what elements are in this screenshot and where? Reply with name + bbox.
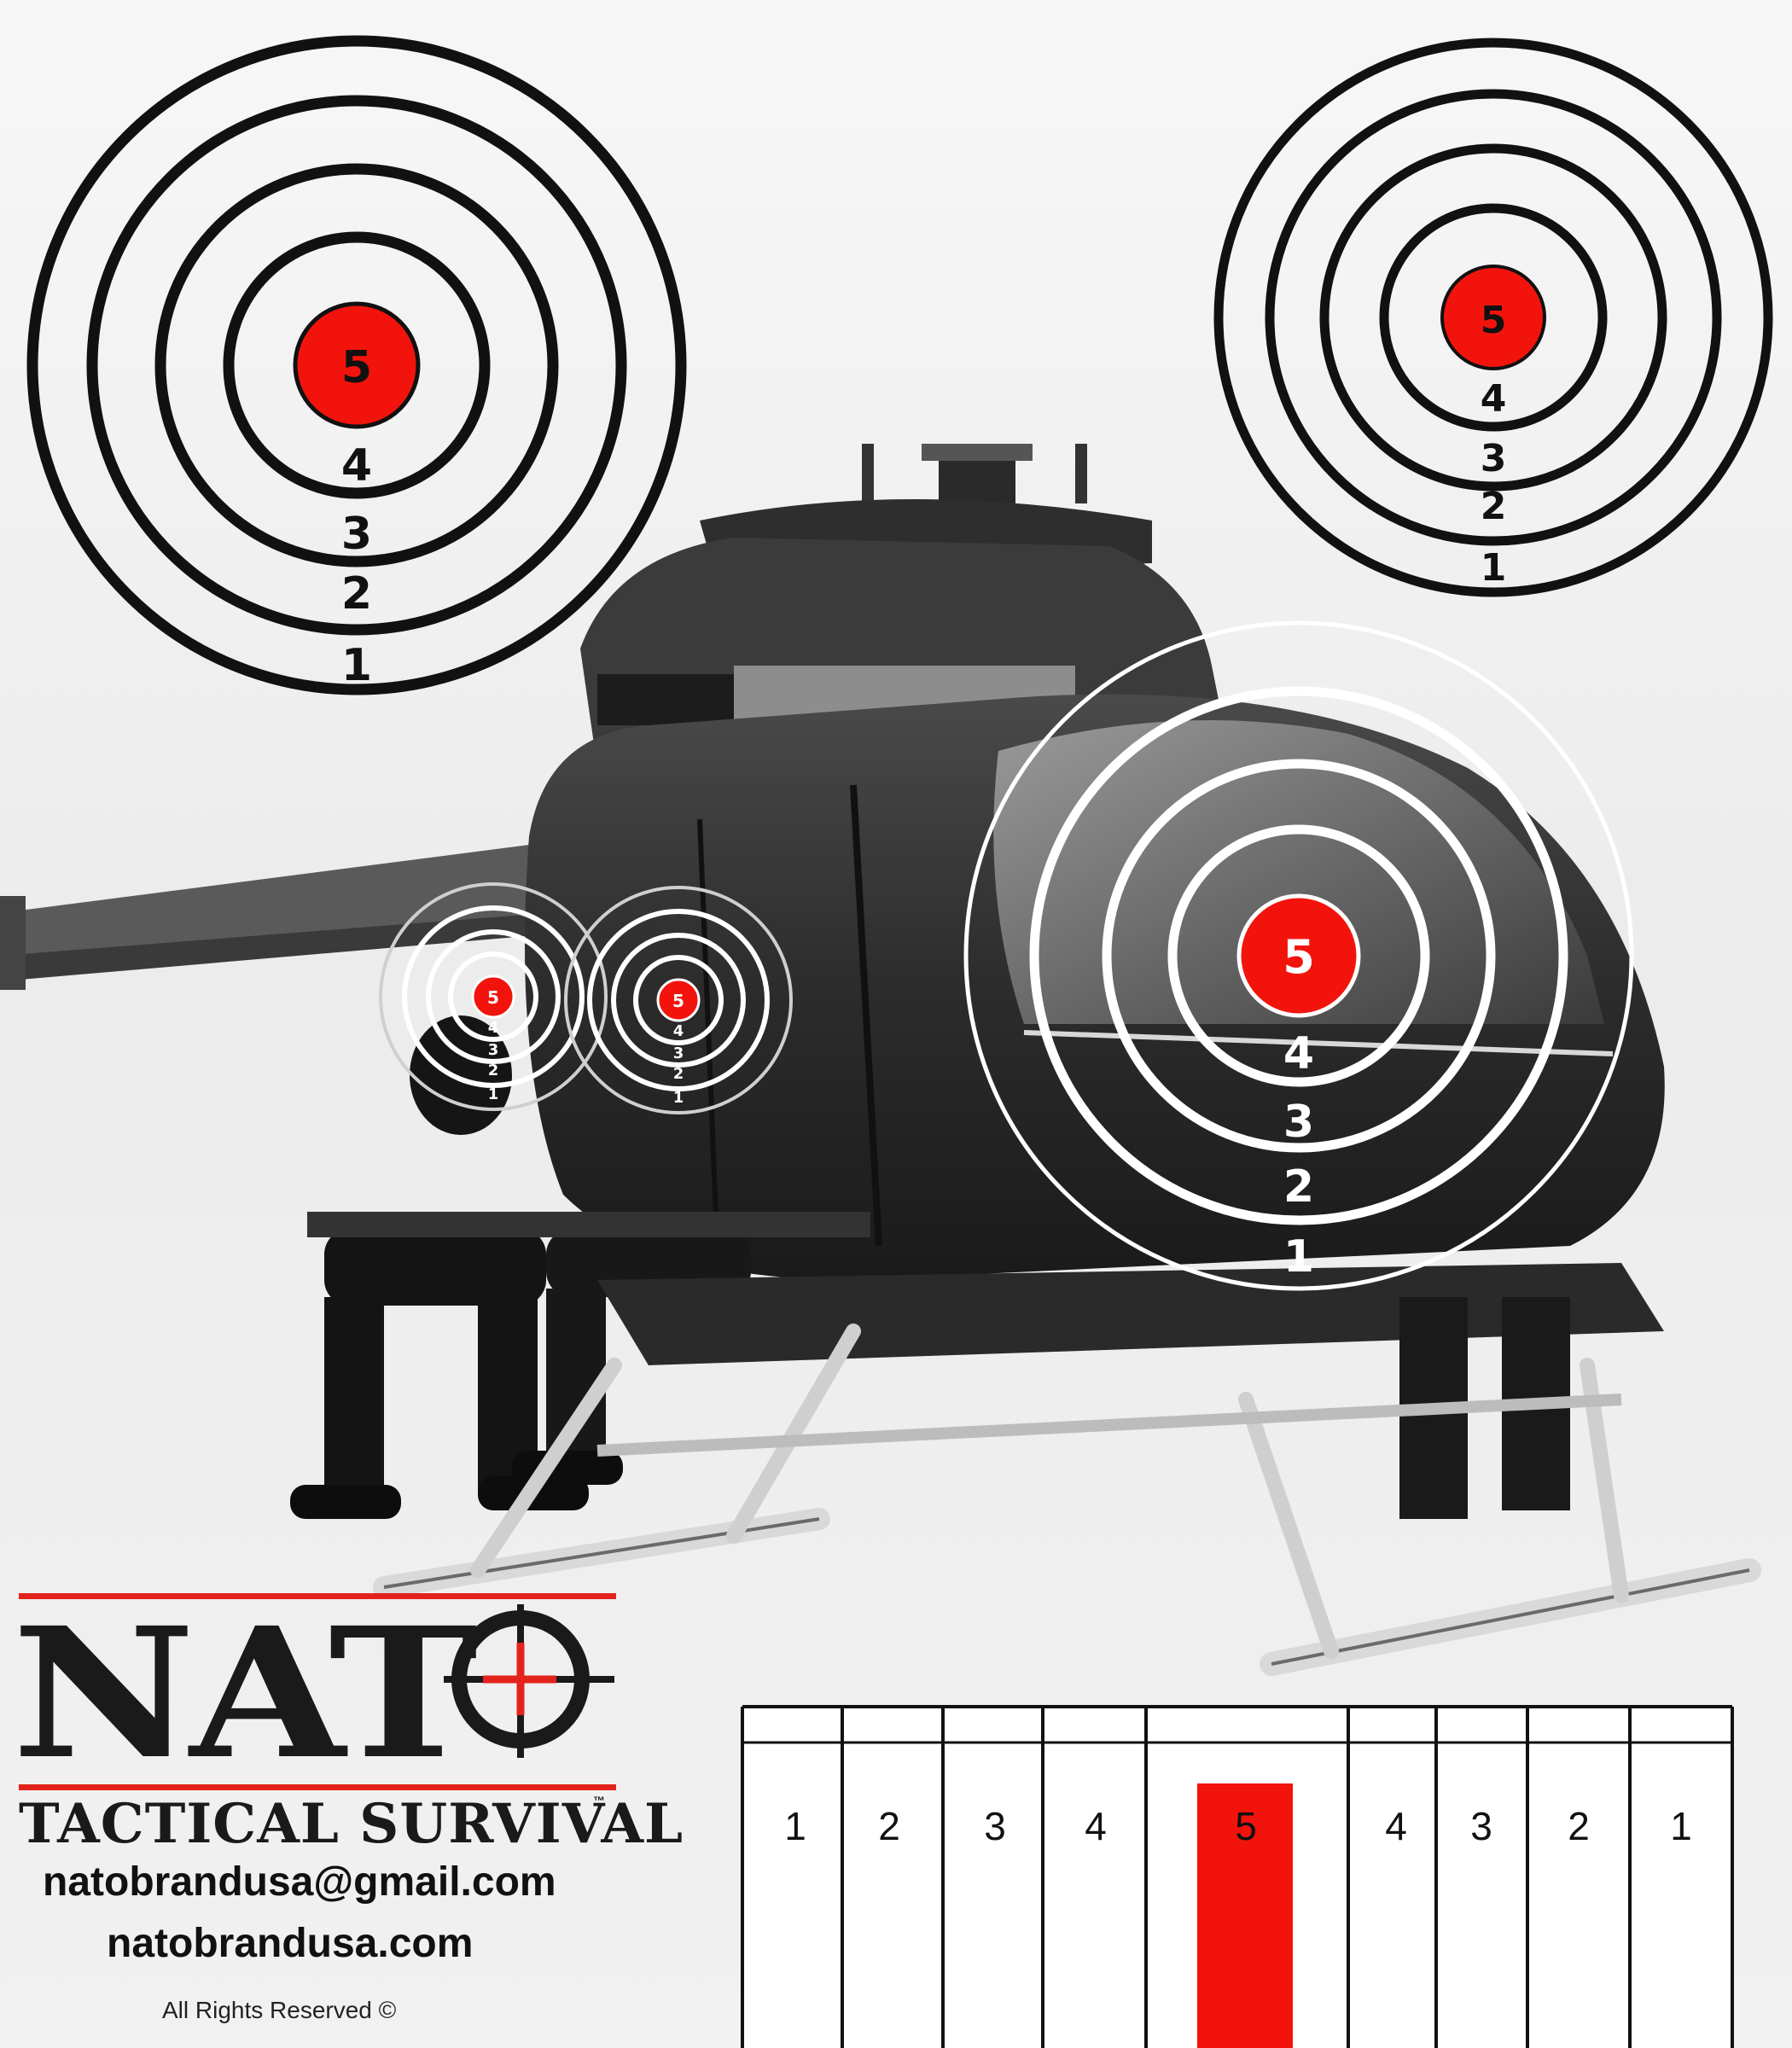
- brand-divider-bottom: [19, 1784, 616, 1790]
- ring-label: 1: [1481, 546, 1507, 590]
- ring-label: 4: [1481, 377, 1507, 421]
- ring-label: 4: [341, 440, 372, 492]
- ring-label: 3: [1283, 1097, 1314, 1148]
- bullseye-label: 5: [341, 342, 372, 393]
- ring-label: 3: [488, 1041, 499, 1059]
- ring-label: 2: [341, 568, 372, 620]
- ring-label: 4: [673, 1022, 684, 1040]
- score-highlight-bar: [1197, 1783, 1293, 2048]
- target-small-left: 5 4 3 2 1: [379, 882, 608, 1111]
- bullseye-label: 5: [672, 991, 684, 1011]
- ring-label: 3: [1481, 437, 1507, 480]
- bullseye-label: 5: [1283, 930, 1315, 984]
- score-label: 2: [1568, 1804, 1590, 1848]
- target-top-right: 5 4 3 2 1: [1213, 38, 1773, 597]
- ring-label: 1: [673, 1089, 684, 1107]
- ring-label: 1: [1283, 1231, 1314, 1283]
- website-link: natobrandusa.com: [107, 1921, 474, 1966]
- score-label: 2: [878, 1804, 900, 1848]
- ring-label: 2: [1283, 1161, 1314, 1213]
- brand-tagline: TACTICAL SURVIVAL: [19, 1792, 684, 1856]
- ring-label: 4: [488, 1019, 499, 1037]
- ring-label: 1: [341, 640, 372, 691]
- ring-label: 3: [341, 509, 372, 560]
- score-label: 1: [784, 1804, 806, 1848]
- score-label: 5: [1235, 1804, 1257, 1848]
- score-bar: 1 2 3 4 5 4 3 2 1: [741, 1705, 1734, 2048]
- score-label: 1: [1670, 1804, 1692, 1848]
- ring-label: 2: [1481, 485, 1507, 528]
- target-top-left: 5 4 3 2 1: [26, 35, 687, 695]
- score-label: 3: [984, 1804, 1006, 1848]
- bullseye-label: 5: [1481, 299, 1507, 342]
- trademark-mark: ™: [593, 1794, 605, 1807]
- ring-label: 4: [1283, 1028, 1314, 1079]
- crosshair-icon: [444, 1604, 614, 1758]
- ring-label: 1: [488, 1085, 499, 1103]
- target-cockpit: 5 4 3 2 1: [963, 620, 1634, 1291]
- rights-notice: All Rights Reserved ©: [162, 1997, 397, 2023]
- brand-logo: NAT: [12, 1588, 478, 1799]
- helicopter-image: [0, 444, 1761, 1676]
- brand-divider-top: [19, 1593, 616, 1599]
- ring-label: 2: [673, 1065, 684, 1083]
- score-label: 3: [1470, 1804, 1492, 1848]
- score-label: 4: [1385, 1804, 1407, 1848]
- score-label: 4: [1085, 1804, 1107, 1848]
- contact-email: natobrandusa@gmail.com: [43, 1859, 556, 1905]
- bullseye-label: 5: [487, 987, 499, 1008]
- ring-label: 2: [488, 1062, 499, 1079]
- ring-label: 3: [673, 1044, 684, 1062]
- target-small-right: 5 4 3 2 1: [564, 886, 793, 1114]
